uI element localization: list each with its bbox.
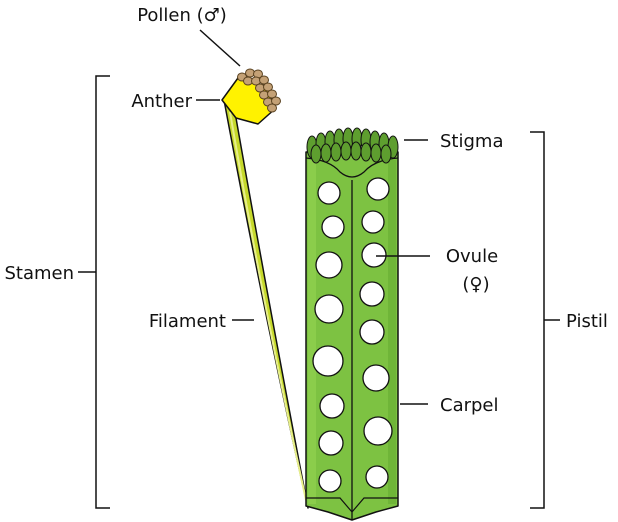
ovule (359, 319, 385, 345)
pistil-label: Pistil (566, 311, 608, 332)
leader-lines (196, 29, 430, 405)
carpel-shade-right (388, 160, 396, 504)
ovule (312, 345, 344, 377)
ovules (312, 177, 393, 493)
filament-label: Filament (149, 311, 226, 332)
pollen-grains (237, 68, 281, 113)
stamen-label: Stamen (4, 263, 74, 284)
ovule (317, 181, 341, 205)
pollen-leader (199, 29, 241, 67)
ovule (318, 430, 344, 456)
stigma-label: Stigma (440, 131, 503, 152)
ovule-label: Ovule (446, 246, 498, 267)
ovule-sex-symbol: (♀) (462, 274, 489, 295)
ovule (315, 251, 343, 279)
style-canal (305, 157, 399, 178)
carpel-shade-left (308, 160, 316, 504)
ovule (359, 281, 385, 307)
ovule (366, 177, 390, 201)
pistil-bracket (530, 131, 560, 509)
carpel-label: Carpel (440, 395, 499, 416)
ovule (319, 393, 345, 419)
ovule (363, 416, 393, 446)
ovule (365, 465, 389, 489)
filament-highlight (229, 111, 307, 501)
pollen-label: Pollen (♂) (137, 5, 227, 26)
carpel-base-seam (306, 497, 398, 513)
stigma-lobes (306, 127, 399, 164)
ovule (361, 210, 385, 234)
ovule (314, 294, 344, 324)
stamen-bracket (78, 75, 110, 509)
ovule (361, 242, 387, 268)
anther-label: Anther (131, 91, 192, 112)
ovule (321, 215, 345, 239)
ovule (362, 364, 390, 392)
ovule (318, 469, 342, 493)
